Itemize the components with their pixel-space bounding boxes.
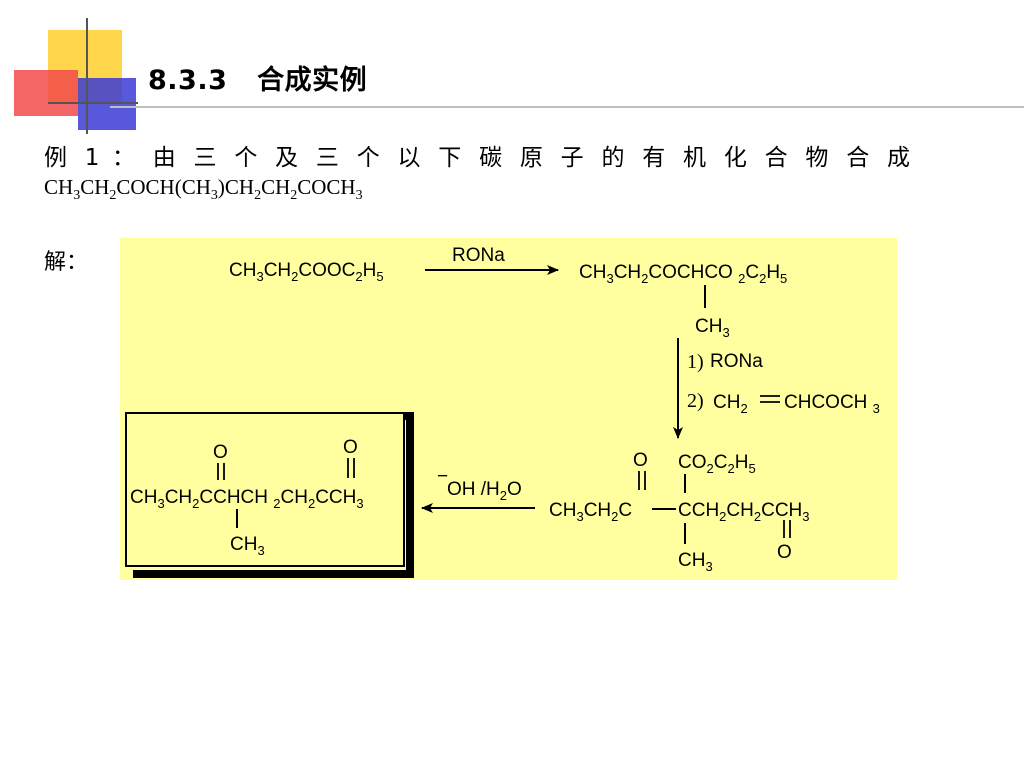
final-product-methyl: CH3​ bbox=[230, 534, 265, 558]
step3-reagent: OH /H2​O bbox=[447, 479, 522, 503]
title-rule bbox=[110, 106, 1024, 108]
final-product-o2: O bbox=[343, 437, 358, 458]
intermediate-carbonyl-o: O bbox=[633, 450, 648, 471]
final-product-box bbox=[125, 412, 405, 567]
step1-reagent: RONa bbox=[452, 245, 505, 266]
deco-horizontal-line bbox=[48, 102, 138, 104]
step2-number-2: 2) bbox=[687, 390, 704, 412]
intermediate-left-chain: CH3​CH2​C bbox=[549, 500, 632, 524]
step2-reagent-1: RONa bbox=[710, 351, 763, 372]
target-formula: CH3CH2COCH(CH3)CH2CH2COCH3 bbox=[44, 175, 363, 204]
step2-reagent-2a: CH2​ bbox=[713, 392, 748, 416]
intermediate-methyl: CH3​ bbox=[678, 550, 713, 574]
deco-red-square bbox=[14, 70, 78, 116]
final-product-o1: O bbox=[213, 442, 228, 463]
reactant-ester: CH3​CH2​COOC2​H5​ bbox=[229, 260, 384, 284]
reaction-scheme: CH3​CH2​COOC2​H5​ RONa CH3​CH2​COCHCO 2​… bbox=[125, 245, 880, 578]
step2-number-1: 1) bbox=[687, 351, 704, 373]
final-product-chain: CH3​CH2​CCHCH 2​CH2​CCH3​ bbox=[130, 487, 364, 511]
step2-reagent-2b: CHCOCH 3​ bbox=[784, 392, 880, 416]
intermediate-right-chain: CCH2​CH2​CCH3​ bbox=[678, 500, 810, 524]
final-product-clip: CH3​CH2​CCHCH 2​CH2​CCH3​ bbox=[130, 487, 364, 511]
problem-statement: 例 1 ： 由 三 个 及 三 个 以 下 碳 原 子 的 有 机 化 合 物 … bbox=[44, 145, 910, 171]
slide-title: 8.3.3 合成实例 bbox=[148, 65, 368, 96]
intermediate-ester: CO2​C2​H5​ bbox=[678, 452, 756, 476]
solution-label: 解： bbox=[44, 250, 89, 275]
reaction-scheme-panel: CH3​CH2​COOC2​H5​ RONa CH3​CH2​COCHCO 2​… bbox=[120, 238, 897, 580]
keto-ester-product: CH3​CH2​COCHCO 2​C2​H5​ bbox=[579, 262, 787, 286]
intermediate-ketone-o: O bbox=[777, 542, 792, 563]
deco-vertical-line bbox=[86, 18, 88, 134]
keto-ester-methyl: CH3​ bbox=[695, 316, 730, 340]
hydroxide-charge: − bbox=[437, 466, 448, 487]
